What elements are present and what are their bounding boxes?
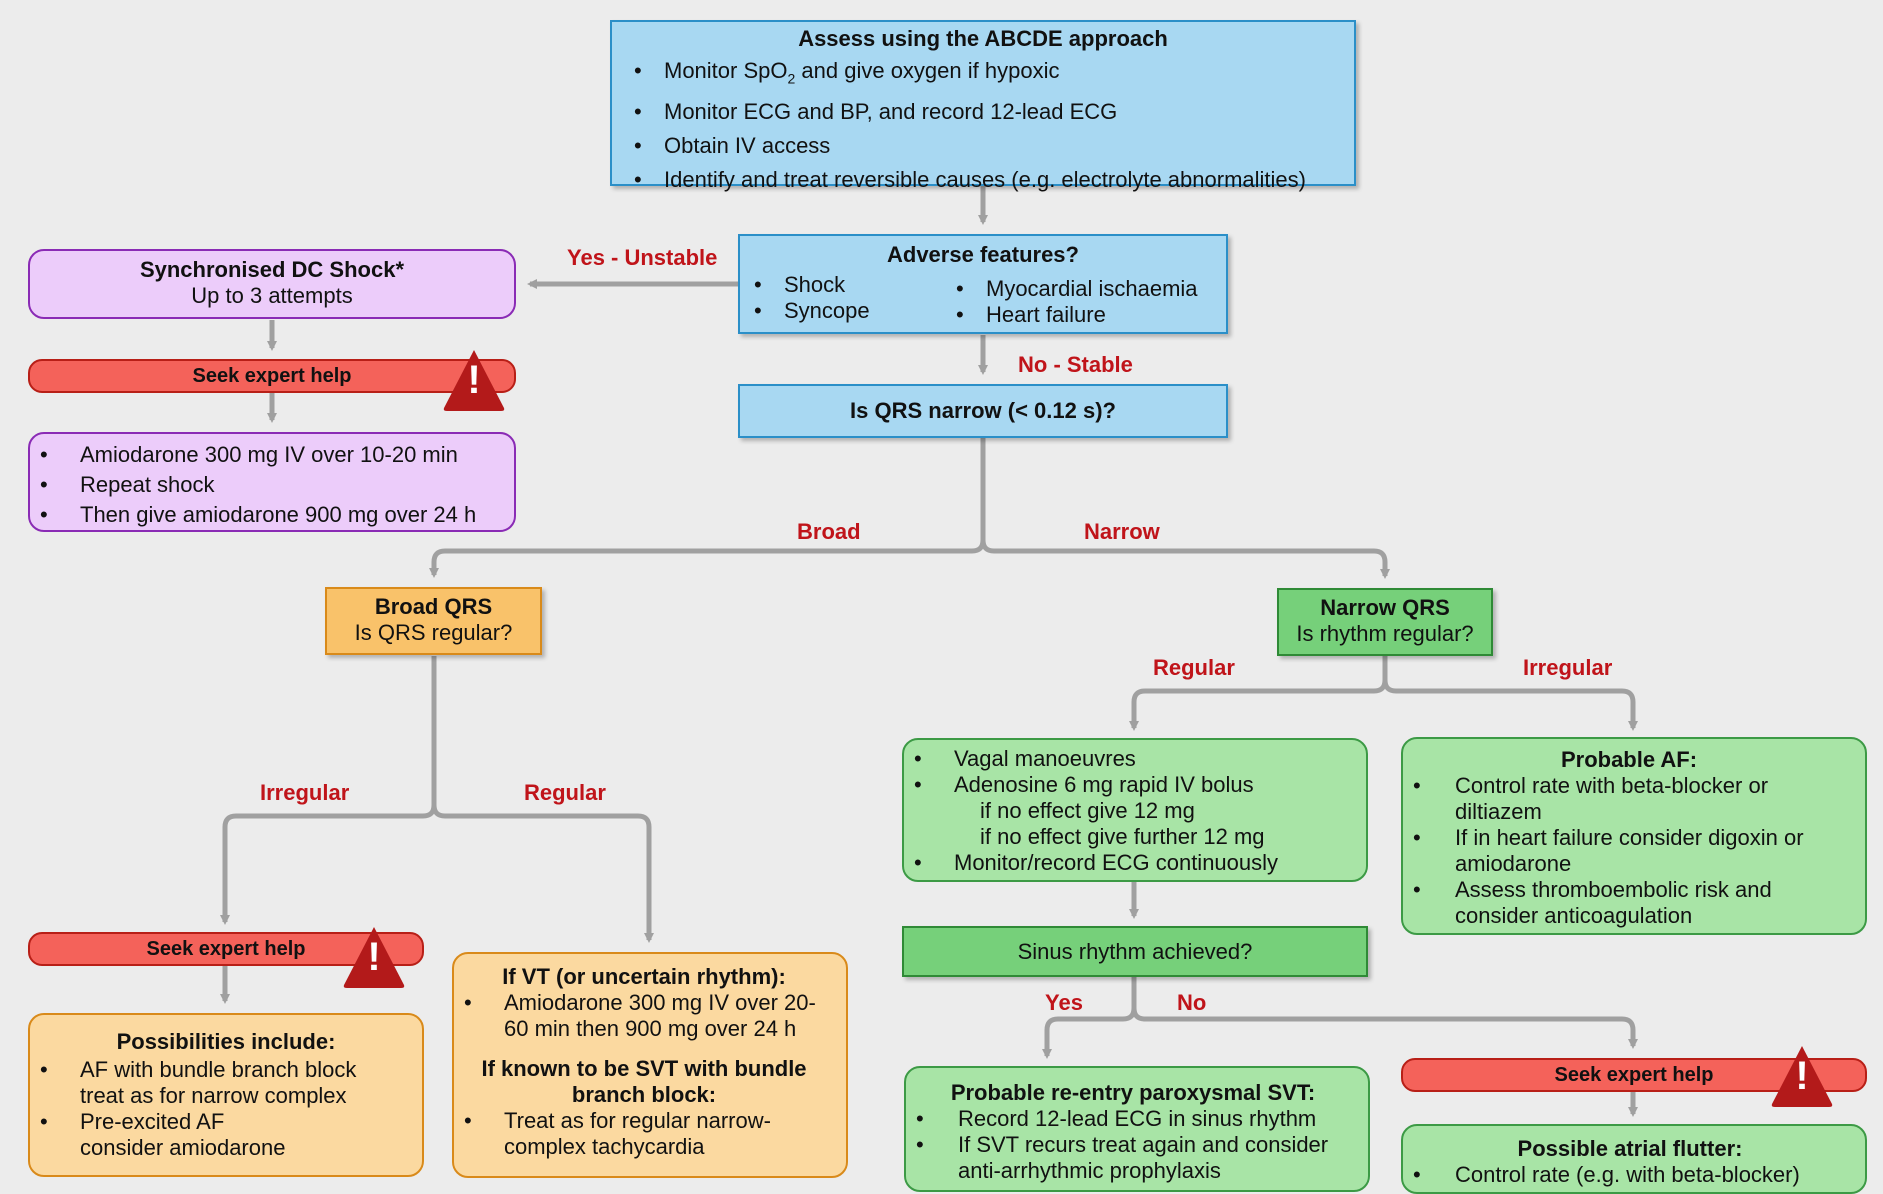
af-item: Assess thromboembolic risk and consider … <box>1403 877 1855 929</box>
adverse-col1: Shock Syncope <box>744 272 944 324</box>
af-item: Control rate with beta-blocker or diltia… <box>1403 773 1855 825</box>
broad-qrs-title: Broad QRS <box>374 594 493 619</box>
narrow-qrs-box: Narrow QRS Is rhythm regular? <box>1277 588 1493 656</box>
svt-list: Record 12-lead ECG in sinus rhythm If SV… <box>906 1106 1360 1184</box>
label-yes-unstable: Yes - Unstable <box>567 245 718 270</box>
assess-box: Assess using the ABCDE approach Monitor … <box>610 20 1356 197</box>
amiodarone-box: Amiodarone 300 mg IV over 10-20 min Repe… <box>28 432 516 532</box>
qrs-question: Is QRS narrow (< 0.12 s)? <box>850 398 1116 423</box>
assess-item-iv: Obtain IV access <box>624 129 1346 163</box>
adenosine-sub-2: if no effect give further 12 mg <box>980 824 1265 849</box>
warning-icon: ! <box>1770 1044 1834 1108</box>
label-narrow-irregular: Irregular <box>1523 655 1613 680</box>
warning-icon: ! <box>342 925 406 989</box>
broad-qrs-subtitle: Is QRS regular? <box>354 620 513 645</box>
flutter-box: Possible atrial flutter: Control rate (e… <box>1401 1124 1867 1194</box>
svt-item: Record 12-lead ECG in sinus rhythm <box>906 1106 1360 1132</box>
arrow-qrs-narrow <box>980 539 1390 579</box>
adverse-item-shock: Shock <box>744 272 944 298</box>
adverse-box: Adverse features? Shock Syncope Myocardi… <box>738 234 1228 334</box>
label-broad: Broad <box>797 519 861 544</box>
possibility-item: AF with bundle branch block treat as for… <box>30 1057 422 1109</box>
adverse-item-heart-failure: Heart failure <box>946 302 1226 328</box>
arrow-sinus-no <box>1131 1007 1638 1049</box>
label-broad-irregular: Irregular <box>260 780 350 805</box>
sinus-box: Sinus rhythm achieved? <box>902 926 1368 977</box>
warning-icon: ! <box>442 348 506 412</box>
svt-title: Probable re-entry paroxysmal SVT: <box>950 1080 1316 1105</box>
adenosine-sub-1: if no effect give 12 mg <box>980 798 1195 823</box>
narrow-qrs-title: Narrow QRS <box>1320 595 1450 620</box>
label-yes: Yes <box>1045 990 1083 1015</box>
svt-bbb-item: Treat as for regular narrow-complex tach… <box>454 1108 834 1160</box>
vagal-list: Vagal manoeuvres Adenosine 6 mg rapid IV… <box>904 746 1366 798</box>
amiodarone-list: Amiodarone 300 mg IV over 10-20 min Repe… <box>30 440 514 530</box>
svt-item: If SVT recurs treat again and consider a… <box>906 1132 1360 1184</box>
assess-item-causes: Identify and treat reversible causes (e.… <box>624 163 1346 197</box>
arrow-broad-regular <box>431 804 654 943</box>
vt-item: Amiodarone 300 mg IV over 20-60 min then… <box>454 990 834 1042</box>
monitor-ecg-item: Monitor/record ECG continuously <box>904 850 1366 876</box>
af-box: Probable AF: Control rate with beta-bloc… <box>1401 737 1867 935</box>
flutter-title: Possible atrial flutter: <box>1517 1136 1743 1161</box>
svt-bbb-title: If known to be SVT with bundle branch bl… <box>481 1056 807 1107</box>
af-title: Probable AF: <box>1560 747 1698 772</box>
shock-title: Synchronised DC Shock* <box>139 257 405 282</box>
arrow-narrow-irregular <box>1382 679 1638 731</box>
seek-help-banner-1: Seek expert help <box>28 359 516 393</box>
seek-help-label-3: Seek expert help <box>1554 1064 1714 1086</box>
broad-qrs-box: Broad QRS Is QRS regular? <box>325 587 542 655</box>
possibilities-title: Possibilities include: <box>116 1029 336 1054</box>
assess-title: Assess using the ABCDE approach <box>798 26 1168 51</box>
af-item: If in heart failure consider digoxin or … <box>1403 825 1855 877</box>
qrs-question-box: Is QRS narrow (< 0.12 s)? <box>738 384 1228 438</box>
flutter-item: Control rate (e.g. with beta-blocker) <box>1403 1162 1857 1188</box>
adverse-item-syncope: Syncope <box>744 298 944 324</box>
assess-item-spo2: Monitor SpO2 and give oxygen if hypoxic <box>624 54 1346 95</box>
amiodarone-followup-item: Then give amiodarone 900 mg over 24 h <box>30 500 514 530</box>
seek-help-label-1: Seek expert help <box>192 365 352 387</box>
adverse-col2: Myocardial ischaemia Heart failure <box>946 276 1226 328</box>
svt-box: Probable re-entry paroxysmal SVT: Record… <box>904 1066 1370 1192</box>
assess-item-ecg: Monitor ECG and BP, and record 12-lead E… <box>624 95 1346 129</box>
vagal-item: Vagal manoeuvres <box>904 746 1366 772</box>
label-no-stable: No - Stable <box>1018 352 1133 377</box>
vt-box: If VT (or uncertain rhythm): Amiodarone … <box>452 952 848 1178</box>
possibility-item: Pre-excited AF consider amiodarone <box>30 1109 422 1161</box>
label-narrow: Narrow <box>1084 519 1160 544</box>
label-broad-regular: Regular <box>524 780 606 805</box>
amiodarone-item: Amiodarone 300 mg IV over 10-20 min <box>30 440 514 470</box>
arrow-qrs-broad <box>429 438 986 578</box>
adenosine-item: Adenosine 6 mg rapid IV bolus <box>904 772 1366 798</box>
assess-list: Monitor SpO2 and give oxygen if hypoxic … <box>624 54 1346 197</box>
vagal-box: Vagal manoeuvres Adenosine 6 mg rapid IV… <box>902 738 1368 882</box>
seek-help-label-2: Seek expert help <box>146 938 306 960</box>
af-list: Control rate with beta-blocker or diltia… <box>1403 773 1855 929</box>
adverse-item-ischaemia: Myocardial ischaemia <box>946 276 1226 302</box>
sinus-question: Sinus rhythm achieved? <box>1017 939 1253 964</box>
possibilities-list: AF with bundle branch block treat as for… <box>30 1057 422 1161</box>
repeat-shock-item: Repeat shock <box>30 470 514 500</box>
arrow-sinus-yes <box>1042 977 1137 1059</box>
possibilities-box: Possibilities include: AF with bundle br… <box>28 1013 424 1177</box>
label-no: No <box>1177 990 1207 1015</box>
adverse-title: Adverse features? <box>887 242 1079 267</box>
flutter-list: Control rate (e.g. with beta-blocker) <box>1403 1162 1857 1188</box>
shock-box: Synchronised DC Shock* Up to 3 attempts <box>28 249 516 319</box>
vt-title: If VT (or uncertain rhythm): <box>502 964 786 989</box>
shock-subtitle: Up to 3 attempts <box>191 283 353 308</box>
label-narrow-regular: Regular <box>1153 655 1235 680</box>
narrow-qrs-subtitle: Is rhythm regular? <box>1296 621 1474 646</box>
